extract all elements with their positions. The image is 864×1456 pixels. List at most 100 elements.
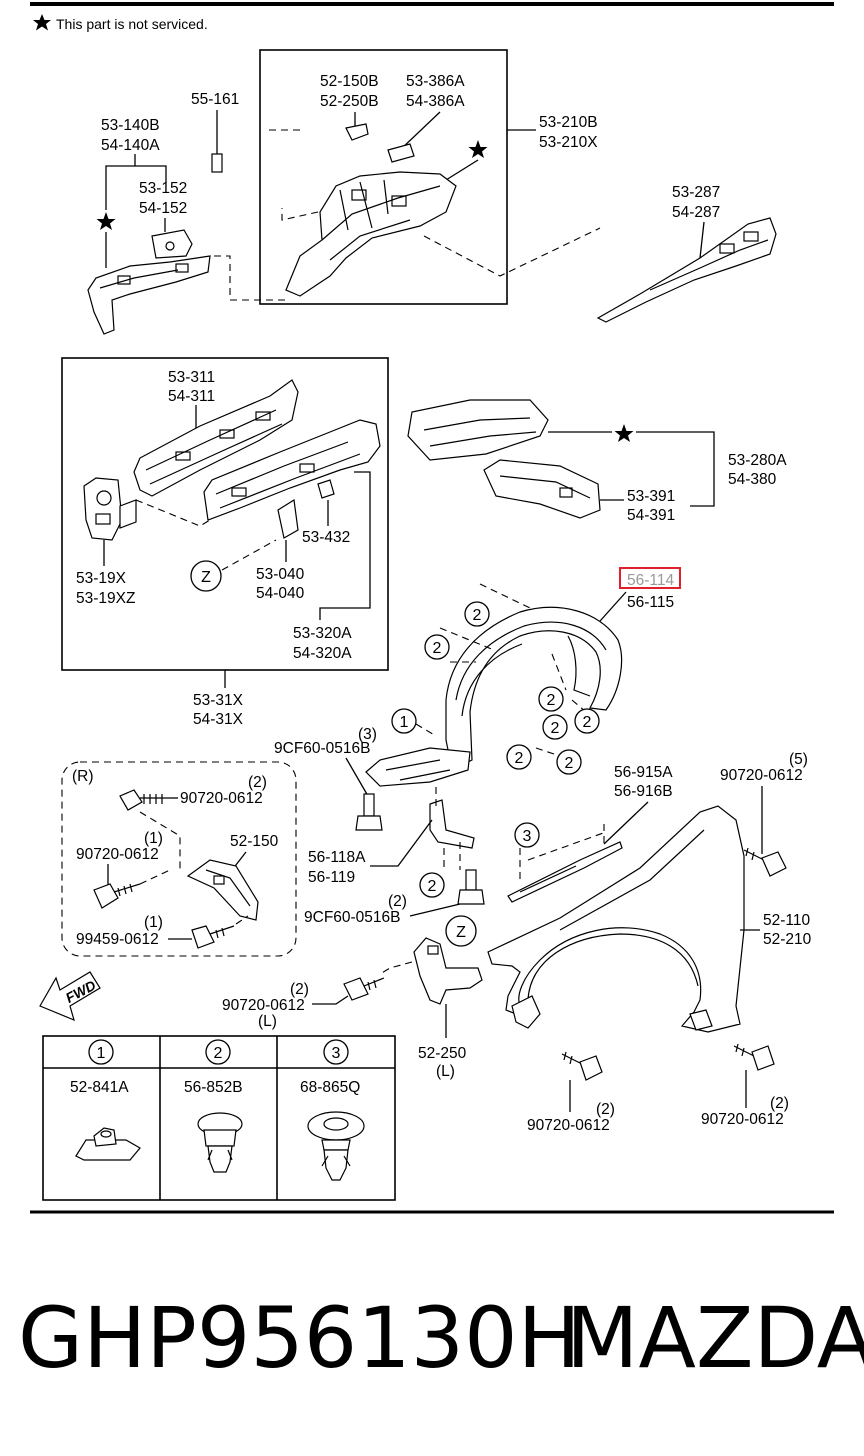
clip-52-841A-icon [75, 1127, 141, 1161]
part-52-150B [345, 123, 369, 141]
callout-2 [556, 749, 582, 775]
part-52-250 [413, 937, 483, 1005]
qty-2-a: (2) [248, 774, 267, 791]
callout-2-text: 2 [551, 720, 560, 737]
label-90720-c: 90720-0612 [720, 767, 803, 784]
label-53-287: 53-287 [672, 184, 720, 201]
star-icon [614, 424, 634, 442]
fwd-arrow-icon: FWD [39, 971, 101, 1022]
label-90720-f: 90720-0612 [701, 1111, 784, 1128]
part-53-391 [483, 459, 601, 519]
label-54-380: 54-380 [728, 471, 777, 488]
label-52-210: 52-210 [763, 931, 812, 948]
tag-r: (R) [72, 768, 94, 785]
table-header-1 [88, 1039, 114, 1065]
callout-2-text: 2 [428, 878, 437, 895]
table-part-68-865Q: 68-865Q [300, 1079, 360, 1096]
label-53-280A: 53-280A [728, 452, 787, 469]
label-53-210X: 53-210X [539, 134, 598, 151]
label-54-287: 54-287 [672, 204, 720, 221]
bolt-90720-f [733, 1043, 775, 1071]
qty-1-b: (1) [144, 914, 163, 931]
highlight-box-56-114 [619, 567, 681, 589]
part-number: GHP956130H [18, 1289, 581, 1387]
label-52-250B: 52-250B [320, 93, 379, 110]
part-53-040 [277, 498, 299, 539]
label-90720-e: 90720-0612 [527, 1117, 610, 1134]
callout-2 [542, 714, 568, 740]
label-53-31X: 53-31X [193, 692, 244, 709]
bolt-90720-d [343, 977, 385, 1001]
legend-note: This part is not serviced. [56, 16, 208, 32]
callout-2-text: 2 [515, 750, 524, 767]
label-53-152: 53-152 [139, 180, 187, 197]
part-56-915A [507, 841, 623, 903]
label-54-311: 54-311 [168, 388, 215, 405]
callout-2-text: 2 [433, 640, 442, 657]
label-54-391: 54-391 [627, 507, 675, 524]
bolt-90720-e [561, 1051, 603, 1081]
label-52-150B: 52-150B [320, 73, 379, 90]
label-55-161: 55-161 [191, 91, 239, 108]
callout-3-text: 3 [523, 828, 532, 845]
table-header-3-text: 3 [332, 1045, 341, 1062]
bolt-9CF60-a [355, 793, 383, 831]
label-9CF60-b: 9CF60-0516B [304, 909, 401, 926]
part-53-386A [387, 143, 415, 163]
part-53-432 [317, 479, 335, 499]
tag-l-a: (L) [258, 1013, 277, 1030]
bolt-9CF60-b [457, 869, 485, 905]
table-header-2-text: 2 [214, 1045, 223, 1062]
qty-2-c: (2) [290, 981, 309, 998]
bolt-90720-b [93, 883, 141, 909]
label-53-140B: 53-140B [101, 117, 160, 134]
bolt-99459 [191, 925, 235, 949]
star-icon [96, 212, 116, 230]
zone-z-marker [445, 915, 477, 947]
fastener-table [42, 1035, 396, 1201]
callout-1-text: 1 [400, 714, 409, 731]
label-9CF60-a: 9CF60-0516B [274, 740, 371, 757]
label-53-386A: 53-386A [406, 73, 465, 90]
star-icon [33, 14, 51, 31]
part-53-140B [87, 255, 211, 335]
label-53-320A: 53-320A [293, 625, 352, 642]
label-52-150: 52-150 [230, 833, 279, 850]
table-part-56-852B: 56-852B [184, 1079, 243, 1096]
brand-name: MAZDA [566, 1289, 864, 1387]
part-front-frame-assy [285, 171, 457, 297]
callout-2 [464, 601, 490, 627]
label-90720-d: 90720-0612 [222, 997, 305, 1014]
label-53-391: 53-391 [627, 488, 675, 505]
label-56-114: 56-114 [627, 572, 674, 589]
label-53-311: 53-311 [168, 369, 215, 386]
qty-3: (3) [358, 726, 377, 743]
label-90720-a: 90720-0612 [180, 790, 263, 807]
star-icon [468, 140, 488, 158]
zone-z-label: Z [201, 569, 211, 586]
callout-2 [506, 744, 532, 770]
part-53-152 [151, 229, 193, 259]
clip-68-865Q-icon [307, 1111, 365, 1181]
group-box-53-210B [259, 49, 508, 305]
label-56-118A: 56-118A [308, 849, 366, 866]
tag-l-b: (L) [436, 1063, 455, 1080]
qty-2-b: (2) [388, 893, 407, 910]
label-54-320A: 54-320A [293, 645, 352, 662]
callout-2 [574, 708, 600, 734]
label-53-210B: 53-210B [539, 114, 598, 131]
table-header-2 [205, 1039, 231, 1065]
clip-56-852B-icon [197, 1112, 243, 1173]
part-53-280A [407, 399, 549, 461]
label-52-250: 52-250 [418, 1045, 467, 1062]
label-53-19X: 53-19X [76, 570, 127, 587]
table-part-52-841A: 52-841A [70, 1079, 129, 1096]
table-header-1-text: 1 [97, 1045, 106, 1062]
label-53-19XZ: 53-19XZ [76, 590, 135, 607]
table-header-3 [323, 1039, 349, 1065]
label-52-110: 52-110 [763, 912, 810, 929]
zone-z-label: Z [456, 924, 466, 941]
label-53-432: 53-432 [302, 529, 350, 546]
part-53-19X [83, 477, 137, 541]
